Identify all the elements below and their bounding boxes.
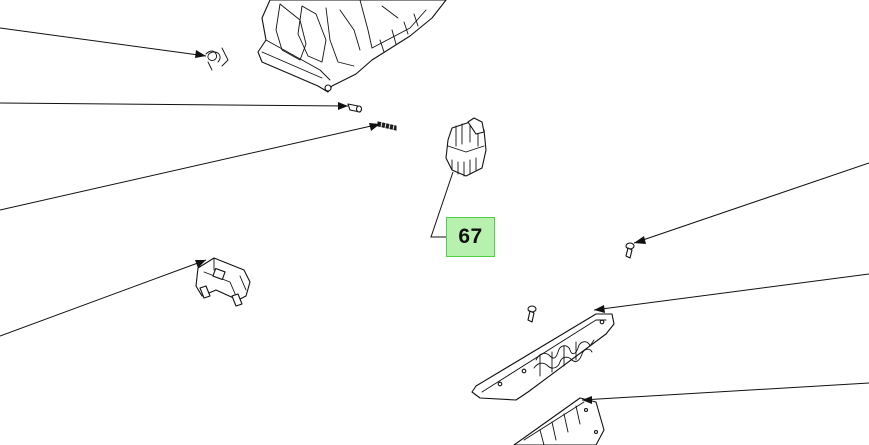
leader-lower-panel: [581, 382, 869, 401]
seat-bracket-assembly: [257, 0, 447, 93]
callout-67-label: 67: [458, 225, 483, 248]
leader-pin: [0, 102, 349, 107]
leader-gate-plate: [593, 273, 869, 311]
leader-spring: [0, 27, 207, 57]
arrowhead-lower-panel: [582, 396, 592, 404]
callout-67[interactable]: 67: [446, 217, 495, 257]
arrowhead-bracket: [195, 260, 206, 268]
arrowhead-screw: [369, 123, 380, 131]
shifter-gate-plate: [471, 313, 615, 401]
leader-lines: [0, 27, 869, 404]
arrowhead-spring: [195, 50, 206, 58]
arrowhead-gate-plate: [594, 305, 605, 313]
threaded-screw: [377, 121, 397, 131]
small-pin: [347, 103, 363, 113]
connector-plug: [445, 117, 487, 177]
small-screw-right: [625, 242, 635, 259]
lower-panel: [513, 397, 605, 445]
mounting-bracket: [195, 257, 251, 307]
leader-screw: [0, 123, 381, 211]
leader-callout-67: [430, 171, 454, 238]
small-screw-center: [527, 305, 537, 323]
torsion-spring: [205, 47, 229, 71]
arrowhead-screw-right: [634, 236, 646, 244]
arrowhead-pin: [338, 102, 348, 110]
leader-bracket: [0, 259, 207, 337]
leader-screw-right: [633, 162, 869, 244]
